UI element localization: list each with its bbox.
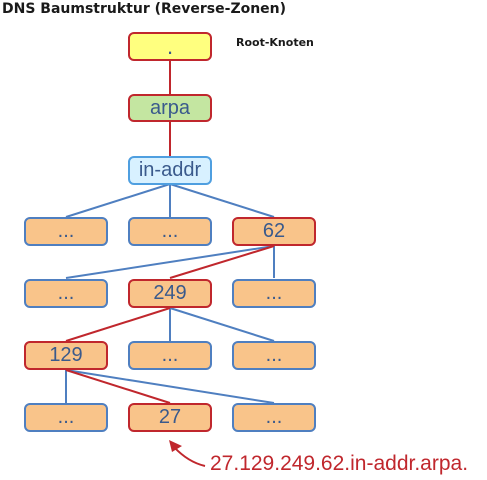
diagram-title: DNS Baumstruktur (Reverse-Zonen) <box>2 1 287 17</box>
edge-129-l4c <box>65 369 275 404</box>
level4-node-ellipsis-1: ... <box>24 403 108 432</box>
edge-62-l2a <box>65 245 275 279</box>
node-62: 62 <box>232 217 316 246</box>
level3-node-ellipsis-1: ... <box>128 341 212 370</box>
edge-inaddr-l162 <box>169 183 275 218</box>
root-node: . <box>128 32 212 61</box>
edge-inaddr-l1a <box>65 183 171 218</box>
level1-node-ellipsis-1: ... <box>24 217 108 246</box>
result-arrow <box>173 446 206 467</box>
node-129: 129 <box>24 341 108 370</box>
edge-62-l2249 <box>169 245 275 279</box>
edge-129-l427 <box>65 369 171 404</box>
node-27: 27 <box>128 403 212 432</box>
edge-249-l3c <box>169 307 275 342</box>
arpa-node: arpa <box>128 94 212 122</box>
root-node-caption: Root-Knoten <box>236 36 314 49</box>
level4-node-ellipsis-2: ... <box>232 403 316 432</box>
in-addr-node: in-addr <box>128 156 212 185</box>
level3-node-ellipsis-2: ... <box>232 341 316 370</box>
node-249: 249 <box>128 279 212 308</box>
level1-node-ellipsis-2: ... <box>128 217 212 246</box>
level2-node-ellipsis-2: ... <box>232 279 316 308</box>
result-arrow-head <box>169 440 182 452</box>
level2-node-ellipsis-1: ... <box>24 279 108 308</box>
edge-249-l3129 <box>65 307 171 342</box>
reverse-lookup-result: 27.129.249.62.in-addr.arpa. <box>210 452 469 475</box>
